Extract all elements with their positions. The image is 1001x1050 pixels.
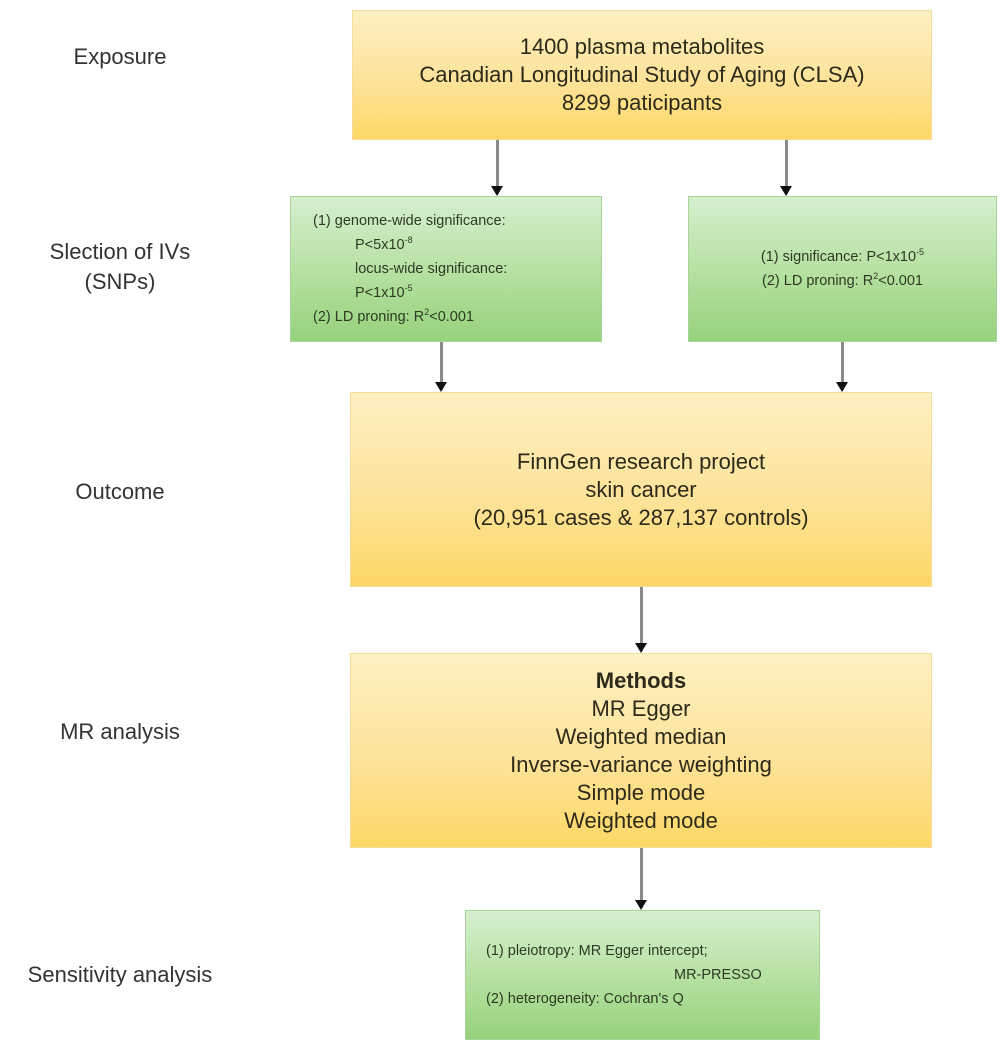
p-threshold-locus-exp: -5 xyxy=(404,283,413,293)
arrow-exposure-to-right-selection xyxy=(780,140,792,196)
ld-pruning-threshold: <0.001 xyxy=(429,309,474,325)
method-item: Simple mode xyxy=(576,779,706,805)
selection-left-line: (1) genome-wide significance: xyxy=(313,213,506,229)
method-item: MR Egger xyxy=(591,695,691,721)
stage-label-sensitivity: Sensitivity analysis xyxy=(27,962,213,987)
p-threshold-genome: P<5x10 xyxy=(355,237,405,253)
method-item: Weighted median xyxy=(555,723,727,749)
sensitivity-line: (2) heterogeneity: Cochran's Q xyxy=(486,991,684,1007)
selection-right-line: (1) significance: P<1x10-5 xyxy=(761,245,924,269)
sensitivity-line: MR-PRESSO xyxy=(674,967,762,983)
stage-label-selection-line2: (SNPs) xyxy=(84,269,156,294)
selection-left-box: (1) genome-wide significance: P<5x10-8 l… xyxy=(290,196,602,342)
arrow-right-selection-to-outcome xyxy=(836,342,848,392)
sensitivity-line: (1) pleiotropy: MR Egger intercept; xyxy=(486,943,708,959)
methods-box: Methods MR Egger Weighted median Inverse… xyxy=(350,653,932,848)
arrow-methods-to-sensitivity xyxy=(635,848,647,910)
selection-left-line: P<1x10-5 xyxy=(313,281,413,305)
arrow-left-selection-to-outcome xyxy=(435,342,447,392)
selection-left-line: P<5x10-8 xyxy=(313,233,413,257)
stage-label-mr-analysis: MR analysis xyxy=(60,719,180,744)
ld-pruning-label: (2) LD proning: R xyxy=(762,273,874,289)
ld-pruning-threshold: <0.001 xyxy=(878,273,923,289)
exposure-line: 8299 paticipants xyxy=(561,90,723,115)
selection-right-line: (2) LD proning: R2<0.001 xyxy=(762,269,923,293)
outcome-box: FinnGen research project skin cancer (20… xyxy=(350,392,932,587)
ld-pruning-exp: 2 xyxy=(424,307,430,317)
stage-label-selection: Slection of IVs (SNPs) xyxy=(10,237,230,297)
arrow-exposure-to-left-selection xyxy=(491,140,503,196)
method-item: Inverse-variance weighting xyxy=(510,751,772,777)
p-threshold-significance-exp: -5 xyxy=(916,247,925,257)
outcome-line: (20,951 cases & 287,137 controls) xyxy=(473,504,809,530)
method-item: Weighted mode xyxy=(564,807,718,833)
outcome-line: FinnGen research project xyxy=(516,448,766,474)
methods-title: Methods xyxy=(595,667,687,693)
outcome-line: skin cancer xyxy=(585,476,697,502)
stage-label-exposure: Exposure xyxy=(73,44,167,69)
arrow-outcome-to-methods xyxy=(635,587,647,653)
selection-right-box: (1) significance: P<1x10-5 (2) LD pronin… xyxy=(688,196,997,342)
ld-pruning-exp: 2 xyxy=(873,271,879,281)
sensitivity-box: (1) pleiotropy: MR Egger intercept; MR-P… xyxy=(465,910,820,1040)
ld-pruning-label: (2) LD proning: R xyxy=(313,309,425,325)
p-threshold-locus: P<1x10 xyxy=(355,285,405,301)
selection-left-line: locus-wide significance: xyxy=(355,261,508,277)
exposure-box: 1400 plasma metabolites Canadian Longitu… xyxy=(352,10,932,140)
selection-left-line: (2) LD proning: R2<0.001 xyxy=(313,305,474,329)
stage-label-outcome: Outcome xyxy=(75,479,165,504)
p-threshold-significance: (1) significance: P<1x10 xyxy=(760,249,917,265)
stage-label-selection-line1: Slection of IVs xyxy=(49,239,191,264)
p-threshold-genome-exp: -8 xyxy=(404,235,413,245)
exposure-line: 1400 plasma metabolites xyxy=(519,34,765,59)
exposure-line: Canadian Longitudinal Study of Aging (CL… xyxy=(419,62,865,87)
